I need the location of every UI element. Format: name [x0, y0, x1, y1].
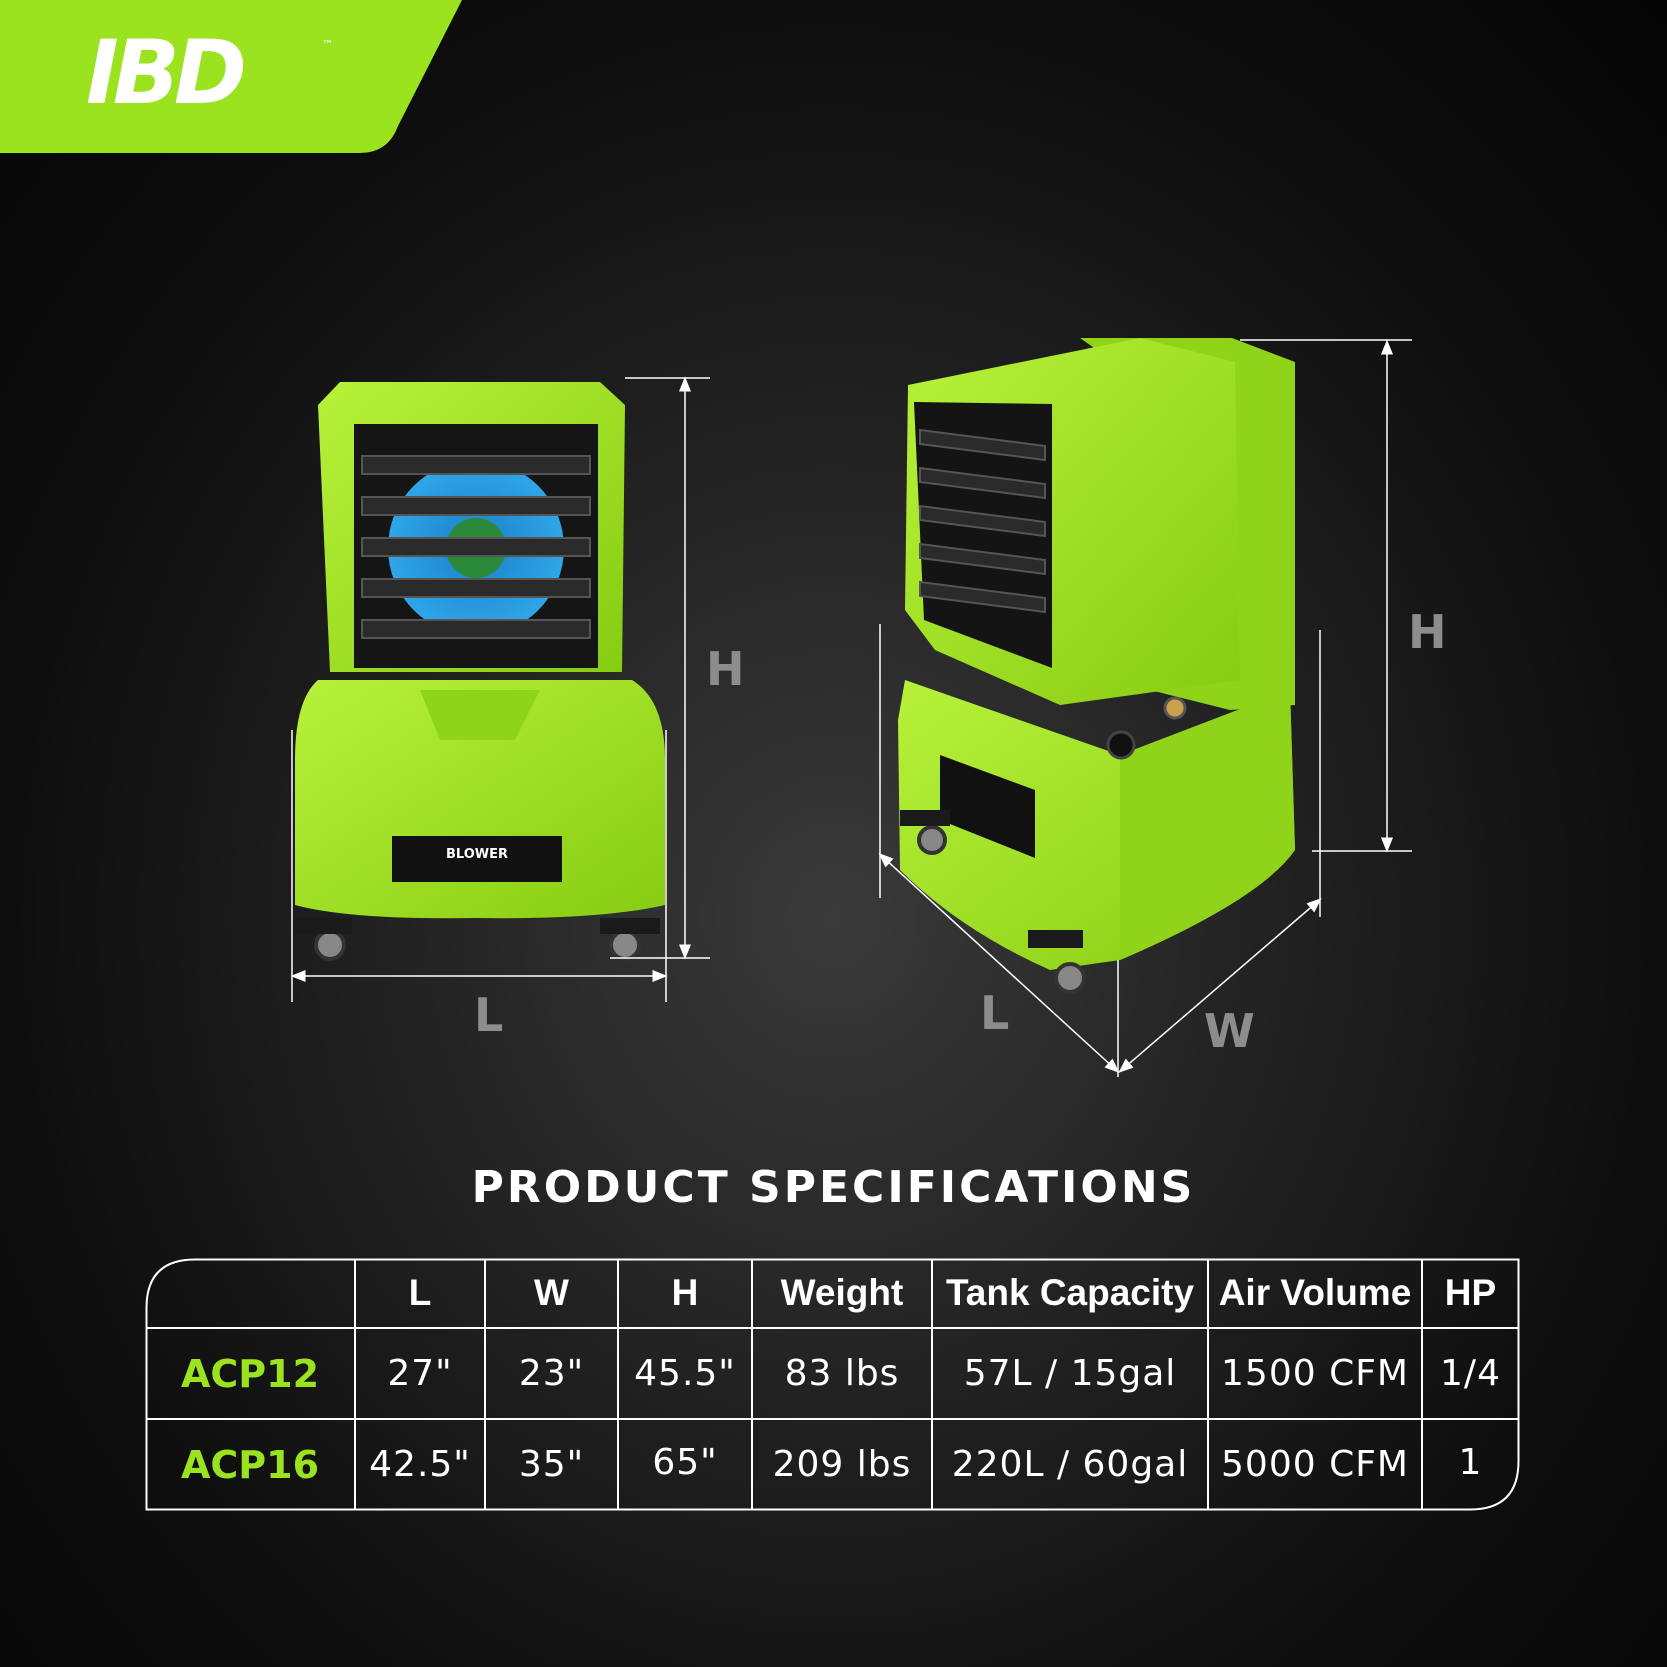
table-cell: 42.5" [369, 1444, 471, 1485]
row-model-acp16: ACP16 [180, 1442, 320, 1487]
front-product-label: BLOWER [446, 847, 508, 862]
table-cell: 5000 CFM [1221, 1444, 1409, 1485]
logo-banner-shape [0, 0, 462, 153]
logo-banner: IBD ™ [0, 0, 470, 155]
table-cell: 45.5" [634, 1353, 736, 1394]
specs-table: L W H Weight Tank Capacity Air Volume HP… [145, 1258, 1520, 1511]
table-cell: 1500 CFM [1221, 1353, 1409, 1394]
angled-dimension-lines [878, 339, 1412, 1077]
table-cell: 23" [518, 1353, 585, 1394]
row-model-acp12: ACP12 [180, 1351, 320, 1396]
table-cell: 35" [518, 1444, 585, 1485]
angled-view-cooler [898, 338, 1295, 994]
column-header-weight: Weight [780, 1272, 904, 1313]
column-header-width: W [534, 1272, 569, 1313]
column-header-height: H [671, 1272, 699, 1313]
angled-length-label: L [980, 986, 1010, 1040]
table-cell: 1/4 [1440, 1353, 1501, 1394]
trademark-symbol: ™ [322, 38, 333, 51]
front-dimension-lines [290, 376, 710, 1002]
specs-table-grid [145, 1258, 1520, 1511]
product-illustrations: BLOWER [290, 338, 1412, 1077]
front-length-label: L [474, 988, 504, 1042]
angled-width-label: W [1204, 1004, 1255, 1058]
column-header-length: L [408, 1272, 432, 1313]
angled-height-label: H [1408, 605, 1447, 659]
table-cell: 57L / 15gal [963, 1353, 1177, 1394]
specs-title: PRODUCT SPECIFICATIONS [471, 1162, 1196, 1213]
front-height-label: H [706, 642, 745, 696]
column-header-air-volume: Air Volume [1218, 1272, 1412, 1313]
column-header-tank-capacity: Tank Capacity [945, 1272, 1195, 1313]
table-cell: 27" [387, 1353, 453, 1394]
brand-logo: IBD [86, 21, 247, 124]
column-header-hp: HP [1444, 1272, 1497, 1313]
table-cell: 83 lbs [784, 1353, 900, 1394]
table-cell: 220L / 60gal [951, 1444, 1189, 1485]
table-cell: 209 lbs [772, 1444, 912, 1485]
front-view-cooler: BLOWER [292, 382, 665, 961]
table-cell: 65" [652, 1441, 718, 1483]
table-cell: 1 [1458, 1441, 1483, 1483]
